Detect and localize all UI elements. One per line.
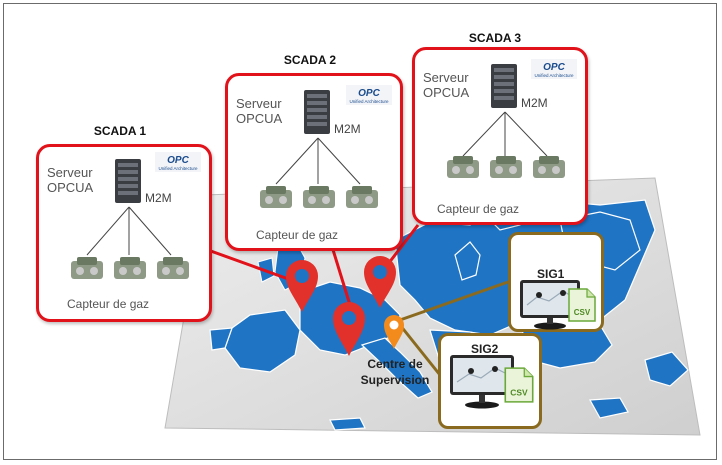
- svg-text:OPC: OPC: [167, 155, 189, 166]
- opc-ua-logo: OPC Unified Architecture: [155, 152, 201, 172]
- scada2-box: Serveur OPCUA OPC Unified Architecture M…: [225, 73, 403, 251]
- csv-file-icon: CSV: [568, 288, 596, 322]
- centre-supervision-label: Centre de Supervision: [350, 356, 440, 388]
- gas-sensor-icon: [260, 186, 292, 208]
- svg-text:Unified Architecture: Unified Architecture: [349, 99, 389, 104]
- opc-ua-logo: OPC Unified Architecture: [531, 59, 577, 79]
- server-icon: [115, 159, 141, 203]
- scada2-server-label: Serveur OPCUA: [236, 96, 283, 126]
- map-pin-icon: [364, 256, 396, 308]
- opc-ua-logo: OPC Unified Architecture: [346, 85, 392, 105]
- scada3-box: Serveur OPCUA OPC Unified Architecture M…: [412, 47, 588, 225]
- monitor-icon: [520, 280, 580, 330]
- gas-sensor-icon: [490, 156, 522, 178]
- gas-sensor-icon: [346, 186, 378, 208]
- scada1-server-label: Serveur OPCUA: [47, 165, 94, 195]
- scada1-sensor-label: Capteur de gaz: [67, 297, 150, 311]
- sig2-title: SIG2: [471, 342, 499, 356]
- scada3-sensor-label: Capteur de gaz: [437, 202, 520, 216]
- sig1-title: SIG1: [537, 267, 565, 281]
- scada1-box: Serveur OPCUA OPC Unified Architecture M…: [36, 144, 212, 322]
- svg-text:OPC: OPC: [358, 88, 380, 99]
- svg-text:Unified Architecture: Unified Architecture: [534, 73, 574, 78]
- gas-sensor-icon: [157, 257, 189, 279]
- scada1-m2m: M2M: [145, 191, 172, 205]
- gas-sensor-icon: [447, 156, 479, 178]
- sig2-box: SIG2 CSV: [438, 333, 542, 429]
- scada2-title: SCADA 2: [283, 53, 337, 67]
- gas-sensor-icon: [114, 257, 146, 279]
- scada1-tree: [86, 206, 172, 256]
- outer-frame: [3, 3, 717, 460]
- scada3-server-label: Serveur OPCUA: [423, 70, 470, 100]
- link-sig2: [398, 324, 442, 376]
- centre-line2: Supervision: [360, 373, 430, 387]
- scada2-m2m: M2M: [334, 122, 361, 136]
- svg-text:OPC: OPC: [543, 62, 565, 73]
- map-pin-icon: [333, 302, 365, 356]
- svg-text:CSV: CSV: [510, 388, 528, 398]
- server-icon: [304, 90, 330, 134]
- centre-line1: Centre de: [367, 357, 423, 371]
- server-icon: [491, 64, 517, 108]
- scada1-title: SCADA 1: [93, 124, 147, 138]
- gas-sensor-icon: [303, 186, 335, 208]
- monitor-icon: [450, 355, 514, 409]
- scada2-tree: [275, 137, 361, 185]
- scada3-tree: [462, 111, 548, 157]
- link-sig1: [399, 280, 509, 322]
- map-pin-icon: [384, 315, 404, 349]
- svg-text:CSV: CSV: [574, 308, 591, 317]
- gas-sensor-icon: [533, 156, 565, 178]
- svg-text:Unified Architecture: Unified Architecture: [158, 166, 198, 171]
- map-pin-icon: [286, 260, 318, 312]
- gas-sensor-icon: [71, 257, 103, 279]
- scada3-m2m: M2M: [521, 96, 548, 110]
- scada3-title: SCADA 3: [468, 31, 522, 45]
- csv-file-icon: CSV: [504, 367, 534, 403]
- scada2-sensor-label: Capteur de gaz: [256, 228, 339, 242]
- sig1-box: SIG1 CSV: [508, 232, 604, 332]
